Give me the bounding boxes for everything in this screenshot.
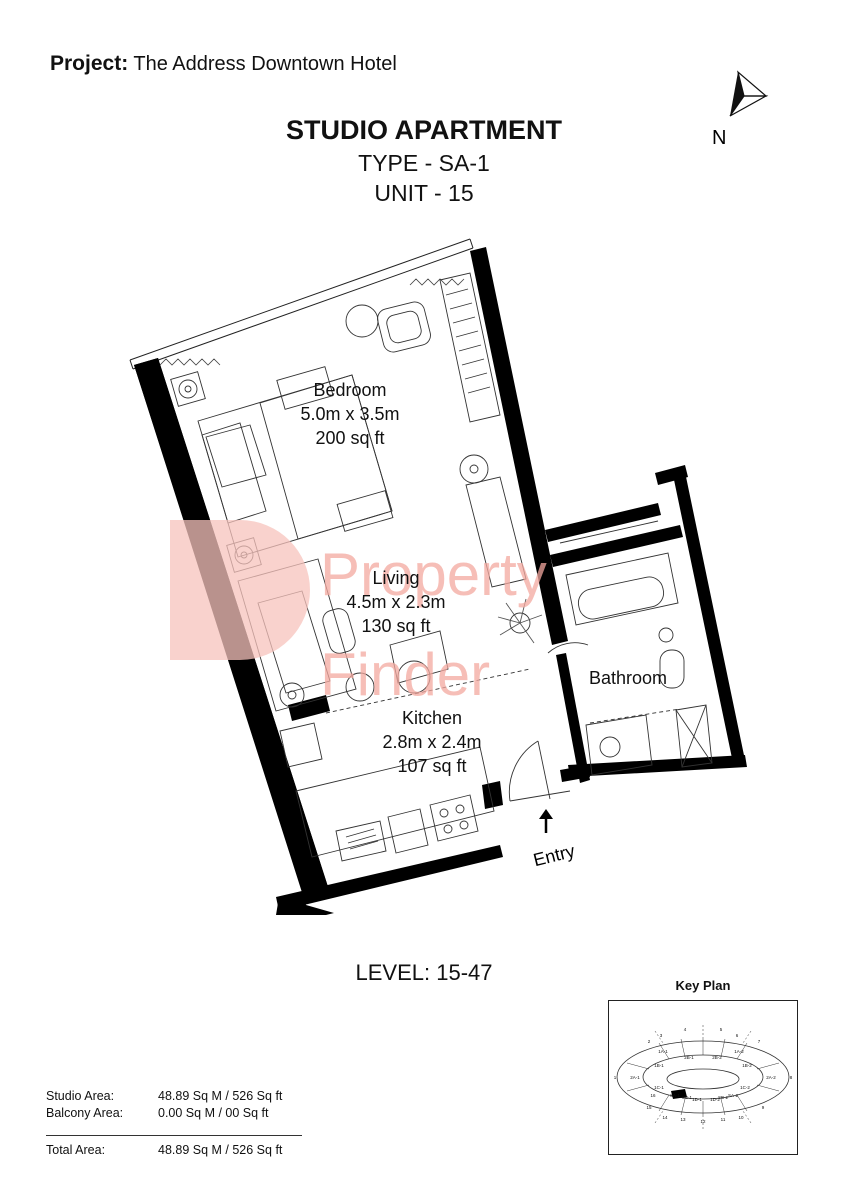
- key-plan-unit-label: 1C-2: [740, 1085, 750, 1090]
- armchair: [345, 301, 431, 353]
- bathroom-fixtures: [559, 520, 713, 776]
- studio-area-row: Studio Area: 48.89 Sq M / 526 Sq ft: [46, 1088, 358, 1105]
- area-table: Studio Area: 48.89 Sq M / 526 Sq ft Balc…: [46, 1088, 358, 1122]
- plan-title: STUDIO APARTMENT: [286, 115, 562, 145]
- level-label: LEVEL: 15-47: [355, 960, 493, 985]
- key-plan-unit-label: 1A-2: [734, 1049, 744, 1054]
- studio-area-value: 48.89 Sq M / 526 Sq ft: [158, 1089, 283, 1103]
- balcony-area-value: 0.00 Sq M / 00 Sq ft: [158, 1106, 269, 1120]
- key-plan-unit-label: 2A-1: [630, 1075, 640, 1080]
- key-plan-unit-label: 7: [758, 1039, 761, 1044]
- bedroom-name: Bedroom: [313, 380, 387, 400]
- key-plan-unit-label: 10: [738, 1115, 744, 1120]
- bedroom-size: 5.0m x 3.5m: [300, 404, 400, 424]
- wall-right: [470, 247, 568, 645]
- north-arrow-icon: N: [712, 70, 769, 149]
- key-plan-title: Key Plan: [675, 978, 731, 993]
- key-plan-unit-label: 14: [662, 1115, 668, 1120]
- key-plan-unit-label: 8: [790, 1075, 793, 1080]
- key-plan-unit-label: 1B-2: [742, 1063, 752, 1068]
- key-plan-unit-label: 1B-1: [654, 1063, 664, 1068]
- living-area: 130 sq ft: [361, 616, 431, 636]
- kitchen-size: 2.8m x 2.4m: [382, 732, 482, 752]
- area-divider: [46, 1135, 302, 1136]
- key-plan-unit-label: 1A-1: [658, 1049, 668, 1054]
- key-plan-unit-label: 1D-1: [692, 1097, 702, 1102]
- key-plan-unit-label: 12: [700, 1119, 706, 1124]
- north-label: N: [712, 127, 726, 149]
- total-area-value: 48.89 Sq M / 526 Sq ft: [158, 1143, 283, 1157]
- plan-type: TYPE - SA-1: [358, 150, 490, 176]
- entry-door: [508, 740, 571, 802]
- key-plan-unit-label: 1C-1: [654, 1085, 664, 1090]
- room-kitchen: Kitchen 2.8m x 2.4m 107 sq ft: [352, 706, 512, 778]
- wardrobe: [439, 272, 501, 423]
- bed: [197, 366, 394, 558]
- key-plan-unit-label: 1: [614, 1075, 617, 1080]
- key-plan-unit-label: SA-2: [728, 1093, 739, 1098]
- key-plan-unit-label: 2A-2: [766, 1075, 776, 1080]
- key-plan-unit-label: SB-1: [682, 1095, 693, 1100]
- key-plan-unit-label: 4: [684, 1027, 687, 1032]
- balcony-area-label: Balcony Area:: [46, 1106, 124, 1120]
- key-plan-unit-label: 11: [721, 1117, 726, 1122]
- key-plan-unit-label: SB-2: [718, 1095, 729, 1100]
- room-bathroom: Bathroom: [570, 666, 686, 690]
- kitchen-name: Kitchen: [401, 708, 463, 728]
- key-plan-unit-label: 2B-1: [684, 1055, 694, 1060]
- key-plan-unit-label: 2: [648, 1039, 651, 1044]
- balcony-area-row: Balcony Area: 0.00 Sq M / 00 Sq ft: [46, 1105, 358, 1122]
- key-plan-unit-label: 2B-2: [712, 1055, 722, 1060]
- living-name: Living: [372, 568, 420, 588]
- bathroom-walls: [545, 465, 747, 783]
- window-glazing: [129, 238, 474, 370]
- entry-label: Entry: [531, 841, 577, 871]
- living-size: 4.5m x 2.3m: [346, 592, 446, 612]
- studio-area-label: Studio Area:: [46, 1089, 115, 1103]
- bathroom-name: Bathroom: [588, 668, 668, 688]
- wall-bottom: [276, 845, 503, 911]
- kitchen-units: [279, 668, 531, 862]
- title-block: STUDIO APARTMENT TYPE - SA-1 UNIT - 15: [0, 112, 848, 208]
- plan-unit: UNIT - 15: [374, 180, 474, 206]
- room-living: Living 4.5m x 2.3m 130 sq ft: [316, 566, 476, 638]
- key-plan-unit-label: 6: [736, 1033, 739, 1038]
- project-line: Project: The Address Downtown Hotel: [50, 52, 397, 76]
- project-label: Project:: [50, 52, 129, 75]
- total-area-label: Total Area:: [46, 1143, 106, 1157]
- key-plan-unit-label: 13: [680, 1117, 686, 1122]
- curtain: [159, 358, 221, 366]
- key-plan-unit-label: 1D-2: [710, 1097, 720, 1102]
- key-plan-unit-label: 5: [720, 1027, 723, 1032]
- key-plan-unit-label: 9: [762, 1105, 765, 1110]
- key-plan-unit-label: 15: [646, 1105, 652, 1110]
- kitchen-area: 107 sq ft: [397, 756, 467, 776]
- project-name: The Address Downtown Hotel: [133, 53, 397, 75]
- key-plan-unit-label: SA-1: [670, 1093, 681, 1098]
- total-area-row: Total Area: 48.89 Sq M / 526 Sq ft: [46, 1142, 358, 1159]
- entry-arrow-icon: [539, 809, 553, 833]
- key-plan-unit-label: 16: [650, 1093, 656, 1098]
- room-bedroom: Bedroom 5.0m x 3.5m 200 sq ft: [270, 378, 430, 450]
- bedroom-area: 200 sq ft: [315, 428, 385, 448]
- key-plan-unit-label: 3: [660, 1033, 663, 1038]
